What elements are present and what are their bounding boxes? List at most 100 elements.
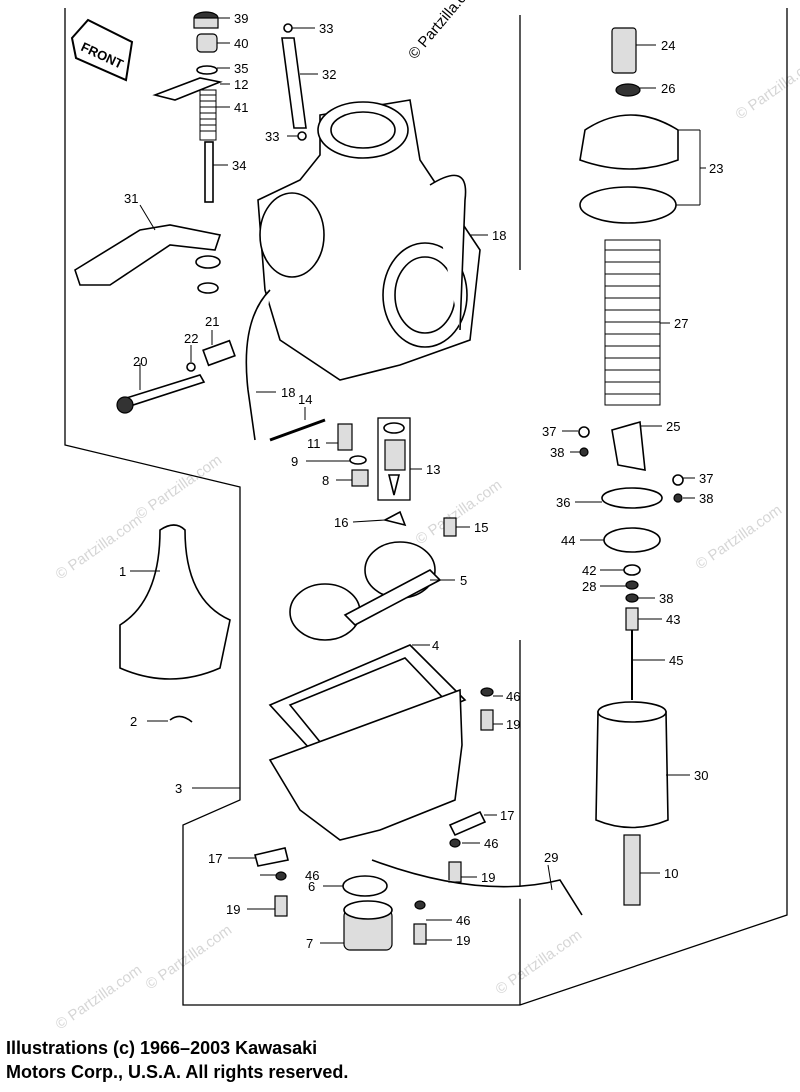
callout-13: 13 (426, 462, 440, 477)
part-29-tube (371, 859, 583, 916)
part-11-jet (337, 423, 353, 451)
callout-35: 35 (234, 61, 248, 76)
part-42-clip (623, 564, 641, 576)
callout-2: 2 (130, 714, 137, 729)
callout-38: 38 (659, 591, 673, 606)
callout-5: 5 (460, 573, 467, 588)
callout-26: 26 (661, 81, 675, 96)
part-20-head (116, 396, 134, 414)
part-33-clip (297, 131, 307, 141)
callout-3: 3 (175, 781, 182, 796)
part-34-cable (204, 141, 214, 203)
callout-9: 9 (291, 454, 298, 469)
callout-7: 7 (306, 936, 313, 951)
callout-25: 25 (666, 419, 680, 434)
watermark-top: © Partzilla.com (405, 0, 483, 63)
part-37-screw (672, 474, 684, 486)
part-30-slide (595, 705, 669, 829)
part-38-washer (625, 593, 639, 603)
part-32-tube (281, 37, 307, 129)
callout-14: 14 (298, 392, 312, 407)
callout-46: 46 (456, 913, 470, 928)
part-10-jet (623, 834, 641, 906)
callout-11: 11 (307, 436, 321, 451)
callout-19: 19 (481, 870, 495, 885)
callout-18: 18 (492, 228, 506, 243)
callout-30: 30 (694, 768, 708, 783)
callout-18: 18 (281, 385, 295, 400)
copyright-line-2: Motors Corp., U.S.A. All rights reserved… (6, 1062, 349, 1082)
part-7-plug-top (343, 900, 393, 920)
callout-38: 38 (550, 445, 564, 460)
watermark: © Partzilla.com (53, 961, 146, 1030)
callout-36: 36 (556, 495, 570, 510)
part-1-cover (119, 524, 231, 680)
callout-46: 46 (484, 836, 498, 851)
callout-46: 46 (305, 868, 319, 883)
part-31-lever (74, 224, 222, 286)
part-19-screw (448, 861, 462, 883)
callout-32: 32 (322, 67, 336, 82)
part-13-box (377, 417, 411, 501)
part-23-cap (579, 114, 679, 170)
part-2-clip (169, 715, 193, 723)
callout-16: 16 (334, 515, 348, 530)
callout-31: 31 (124, 191, 138, 206)
part-13-seat (384, 439, 406, 471)
part-6-oring (342, 875, 388, 897)
part-27-spring (604, 239, 661, 406)
callout-33: 33 (319, 21, 333, 36)
callout-34: 34 (232, 158, 246, 173)
callout-21: 21 (205, 314, 219, 329)
part-25-bracket (611, 420, 646, 471)
callout-12: 12 (234, 77, 248, 92)
assembly-frame (64, 8, 788, 1006)
part-13-oring (383, 422, 405, 434)
part-15-screw (443, 517, 457, 537)
part-41-spring (199, 89, 217, 141)
callout-41: 41 (234, 100, 248, 115)
watermark: © Partzilla.com (733, 51, 800, 123)
part-12-lever (152, 77, 223, 101)
callout-27: 27 (674, 316, 688, 331)
part-9-washer (349, 455, 367, 465)
watermark: © Partzilla.com (413, 476, 506, 548)
part-31-ring (195, 255, 221, 269)
part-19-screw (480, 709, 494, 731)
callout-28: 28 (582, 579, 596, 594)
callout-23: 23 (709, 161, 723, 176)
part-5-float (289, 541, 442, 641)
watermark: © Partzilla.com (693, 501, 786, 573)
part-30-slide-top (597, 701, 667, 723)
part-21-spring (202, 339, 236, 367)
callout-4: 4 (432, 638, 439, 653)
part-14-pin (269, 418, 326, 442)
part-3-float-bowl (268, 688, 463, 841)
watermark: © Partzilla.com (133, 451, 226, 523)
callout-29: 29 (544, 850, 558, 865)
part-18-hose (245, 289, 271, 441)
callout-20: 20 (133, 354, 147, 369)
part-24-adjuster (611, 27, 637, 74)
copyright-notice: Illustrations (c) 1966–2003 Kawasaki Mot… (6, 1036, 566, 1084)
callout-43: 43 (666, 612, 680, 627)
part-36-plate (601, 487, 663, 509)
callout-37: 37 (699, 471, 713, 486)
part-22-washer (186, 362, 196, 372)
callout-45: 45 (669, 653, 683, 668)
callout-19: 19 (506, 717, 520, 732)
callout-6: 6 (308, 879, 315, 894)
part-19-screw (274, 895, 288, 917)
part-28-washer (625, 580, 639, 590)
part-38-washer (579, 447, 589, 457)
part-44-plate (603, 527, 661, 553)
part-39-body (193, 17, 219, 29)
callout-10: 10 (664, 866, 678, 881)
callout-1: 1 (119, 564, 126, 579)
part-23-gasket (579, 186, 677, 224)
part-8-jet (351, 469, 369, 487)
callout-19: 19 (226, 902, 240, 917)
callout-40: 40 (234, 36, 248, 51)
part-40-adjuster (196, 33, 218, 53)
callout-38: 38 (699, 491, 713, 506)
